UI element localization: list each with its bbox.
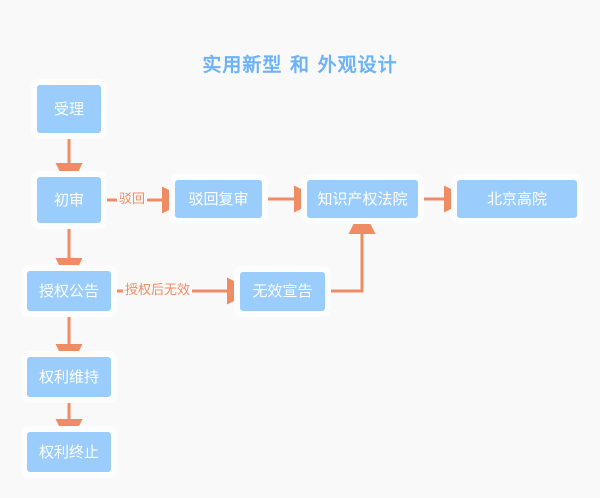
node-quanliweichi[interactable]: 权利维持 xyxy=(27,357,111,397)
page-title: 实用新型 和 外观设计 xyxy=(202,54,398,76)
node-shouli[interactable]: 受理 xyxy=(37,85,101,133)
edge-label-shouquanhouwuxiao: 授权后无效 xyxy=(123,283,193,298)
node-chushen[interactable]: 初审 xyxy=(37,177,101,223)
node-quanlizhongzhi[interactable]: 权利终止 xyxy=(27,432,111,472)
node-bohuifushen[interactable]: 驳回复审 xyxy=(175,180,262,218)
edge-wxxg-zscqfy xyxy=(327,207,376,293)
node-beijinggaoyuan[interactable]: 北京高院 xyxy=(457,180,577,218)
node-shouquangonggao[interactable]: 授权公告 xyxy=(27,271,111,311)
node-wuxiaoxuangao[interactable]: 无效宣告 xyxy=(240,272,325,311)
node-zhishichanquanfayuan[interactable]: 知识产权法院 xyxy=(307,180,418,218)
edge-label-bohui: 驳回 xyxy=(117,192,148,207)
